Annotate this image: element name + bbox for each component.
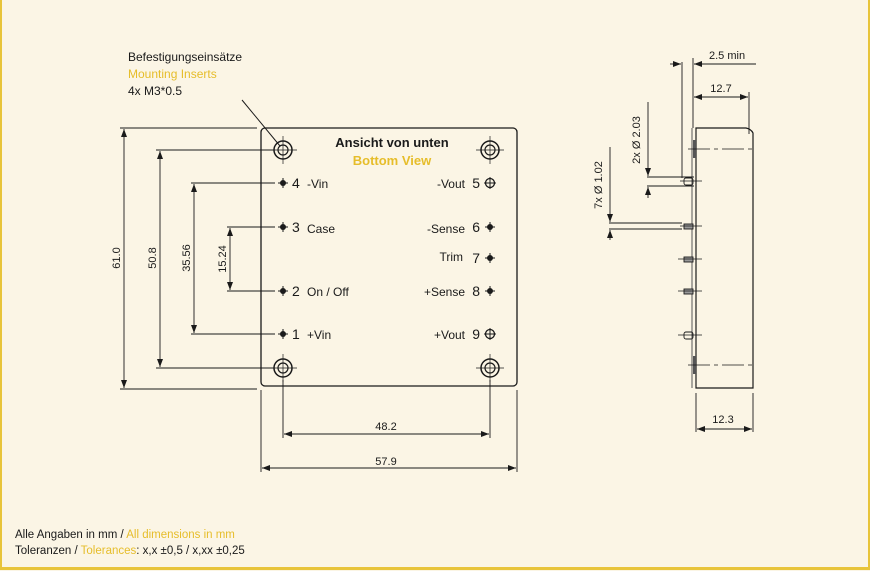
pin-number: 5 <box>472 175 480 191</box>
pin-number: 1 <box>292 326 300 342</box>
dim-pin-span-outer: 35.56 <box>181 244 193 272</box>
dim-insert-spacing-v: 50.8 <box>147 247 159 268</box>
pin-8: 8 +Sense <box>424 283 495 299</box>
pin-label: On / Off <box>307 285 349 299</box>
pin-number: 2 <box>292 283 300 299</box>
dim-side-depth-bottom: 12.3 <box>712 414 733 426</box>
pin-5: 5 -Vout <box>437 175 496 191</box>
mounting-insert-br <box>476 354 504 382</box>
tolerance-values: : x,x ±0,5 / x,xx ±0,25 <box>136 545 245 557</box>
side-view <box>678 127 754 389</box>
module-outline <box>260 127 518 387</box>
pin-6: 6 -Sense <box>427 219 495 236</box>
pin-7: 7 Trim <box>439 250 495 266</box>
pin-label: +Vin <box>307 328 331 342</box>
pin-label: -Vin <box>307 177 328 191</box>
dim-large-pin-dia: 2x Ø 2.03 <box>631 116 643 164</box>
dim-pin-span-inner: 15.24 <box>217 245 229 273</box>
dim-lines-vertical <box>120 127 275 390</box>
pin-label: +Sense <box>424 285 465 299</box>
callout-spec: 4x M3*0.5 <box>128 84 182 98</box>
pin-label: +Vout <box>434 328 466 342</box>
mounting-insert-tr <box>476 136 504 164</box>
dim-lines-horizontal <box>260 380 518 472</box>
pin-number: 4 <box>292 175 300 191</box>
footer-tolerance-note: Toleranzen / Tolerances: x,x ±0,5 / x,xx… <box>15 545 245 557</box>
dim-small-pin-dia: 7x Ø 1.02 <box>593 161 605 209</box>
side-dim-lines <box>607 58 756 432</box>
dim-insert-spacing-h: 48.2 <box>375 421 396 433</box>
footer-units-note: Alle Angaben in mm / All dimensions in m… <box>15 529 235 541</box>
callout-de: Befestigungseinsätze <box>128 50 242 64</box>
view-title-de: Ansicht von unten <box>335 135 448 150</box>
units-de: Alle Angaben in mm / <box>15 529 127 541</box>
pin-3: 3 Case <box>278 219 335 236</box>
pin-9: 9 +Vout <box>434 326 496 342</box>
tolerance-de: Toleranzen / <box>15 545 81 557</box>
callout-leader-line <box>241 99 281 147</box>
pin-label: Trim <box>439 250 463 264</box>
pin-label: Case <box>307 222 335 236</box>
pin-number: 3 <box>292 219 300 235</box>
pin-4: 4 -Vin <box>278 175 328 191</box>
pin-number: 7 <box>472 250 480 266</box>
pin-number: 6 <box>472 219 480 235</box>
view-title-en: Bottom View <box>353 153 432 168</box>
dim-pin-length-min: 2.5 min <box>709 50 745 62</box>
pin-number: 8 <box>472 283 480 299</box>
pin-number: 9 <box>472 326 480 342</box>
dim-side-depth-top: 12.7 <box>710 83 731 95</box>
callout-en: Mounting Inserts <box>128 67 217 81</box>
pin-label: -Vout <box>437 177 466 191</box>
tolerance-en: Tolerances <box>80 545 137 557</box>
dim-width-total: 57.9 <box>375 456 396 468</box>
pin-label: -Sense <box>427 222 465 236</box>
dim-height-total: 61.0 <box>111 247 123 268</box>
pin-1: 1 +Vin <box>278 326 331 342</box>
units-en: All dimensions in mm <box>126 529 235 541</box>
pin-2: 2 On / Off <box>278 283 349 299</box>
